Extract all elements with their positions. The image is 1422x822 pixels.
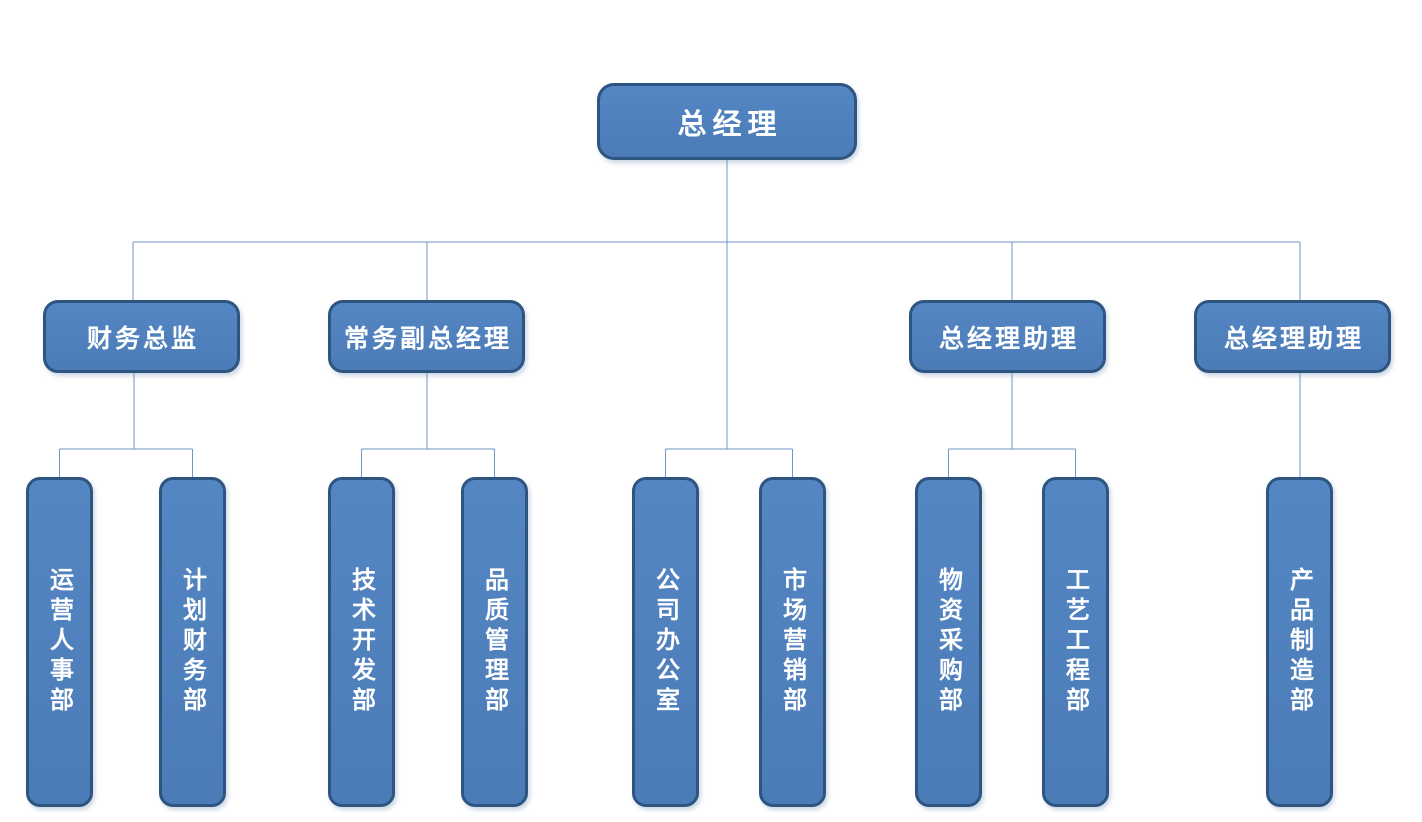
dept-operations-hr: 运营人事部 (26, 477, 93, 807)
dept-company-office: 公司办公室 (632, 477, 699, 807)
node-label: 总经理 (677, 106, 783, 141)
node-label: 技术开发部 (347, 567, 377, 717)
dept-material-procurement: 物资采购部 (915, 477, 982, 807)
node-gm-assistant-2: 总经理助理 (1194, 300, 1391, 373)
node-label: 市场营销部 (778, 567, 808, 717)
node-label: 物资采购部 (934, 567, 964, 717)
node-label: 运营人事部 (45, 567, 75, 717)
node-label: 工艺工程部 (1061, 567, 1091, 717)
dept-marketing: 市场营销部 (759, 477, 826, 807)
node-label: 总经理助理 (938, 323, 1079, 353)
node-label: 产品制造部 (1285, 567, 1315, 717)
node-label: 总经理助理 (1223, 323, 1364, 353)
node-general-manager: 总经理 (597, 83, 857, 160)
node-label: 常务副总经理 (343, 323, 512, 353)
node-executive-deputy-gm: 常务副总经理 (328, 300, 525, 373)
node-gm-assistant-1: 总经理助理 (909, 300, 1106, 373)
node-finance-director: 财务总监 (43, 300, 240, 373)
node-label: 财务总监 (86, 323, 199, 353)
node-label: 公司办公室 (651, 567, 681, 717)
dept-technology-development: 技术开发部 (328, 477, 395, 807)
node-label: 品质管理部 (480, 567, 510, 717)
dept-quality-management: 品质管理部 (461, 477, 528, 807)
dept-process-engineering: 工艺工程部 (1042, 477, 1109, 807)
node-label: 计划财务部 (178, 567, 208, 717)
dept-product-manufacturing: 产品制造部 (1266, 477, 1333, 807)
dept-planning-finance: 计划财务部 (159, 477, 226, 807)
